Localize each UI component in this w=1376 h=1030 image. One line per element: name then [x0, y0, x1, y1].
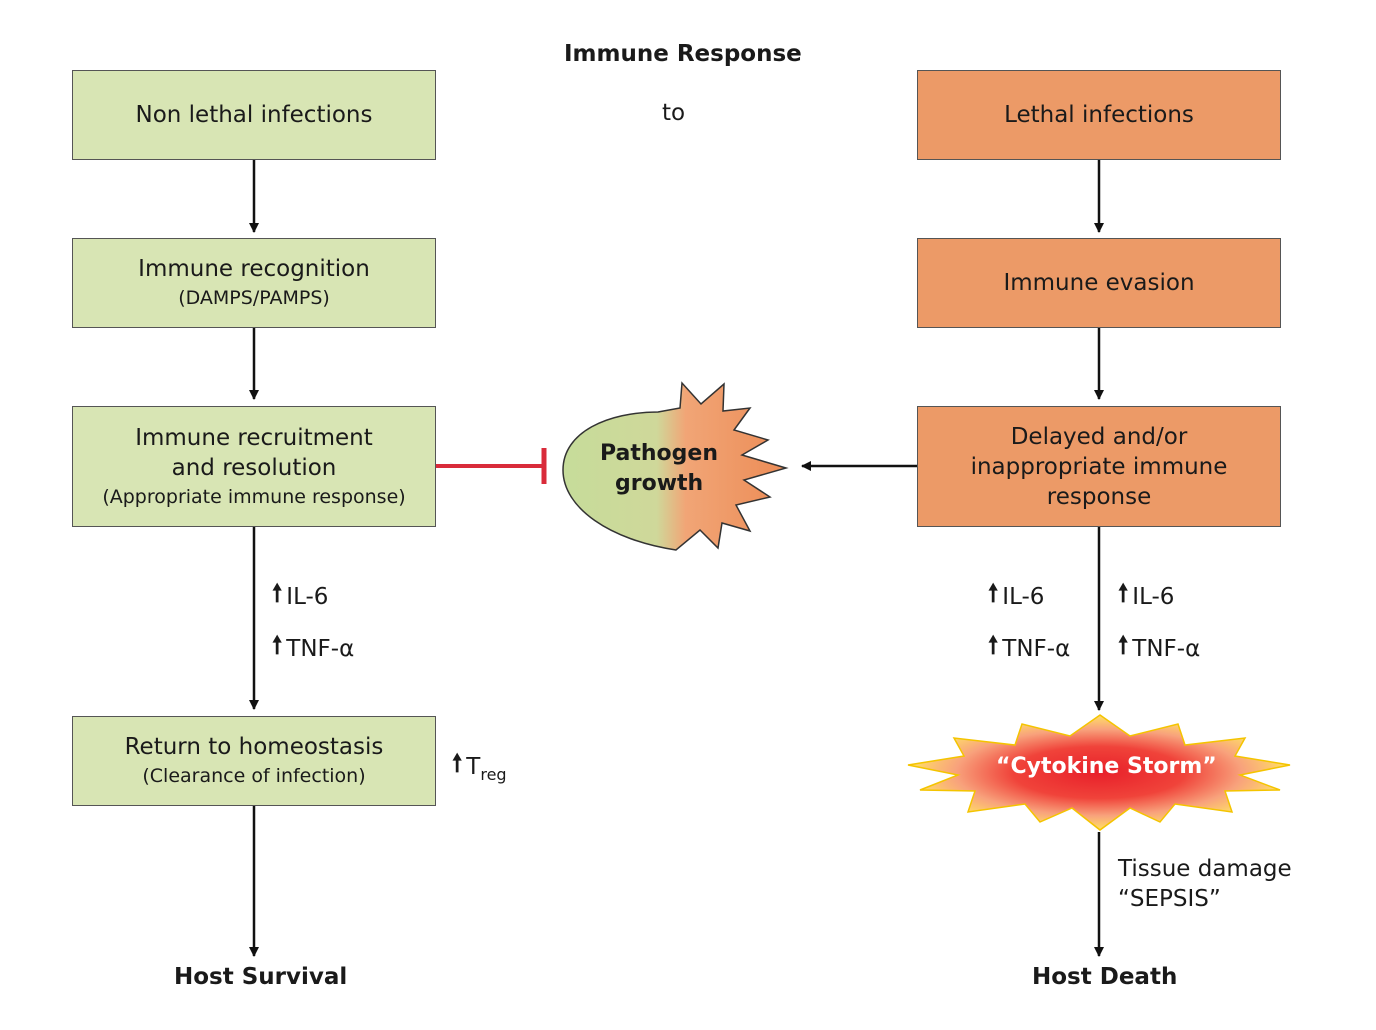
up-arrow-icon: 🠕	[452, 749, 463, 777]
pathogen-growth-line1: Pathogen	[600, 441, 719, 466]
treg-label: T	[466, 753, 481, 780]
immune-recognition-box: Immune recognition (DAMPS/PAMPS)	[72, 238, 436, 328]
right-il6-marker-b: 🠕 IL-6	[1118, 576, 1174, 617]
left-tnf-label: TNF-α	[286, 635, 355, 662]
right-il6-label-a: IL-6	[1002, 583, 1045, 610]
diagram-title: Immune Response	[564, 41, 802, 67]
immune-evasion-box: Immune evasion	[917, 238, 1281, 328]
delayed-response-box: Delayed and/or inappropriate immune resp…	[917, 406, 1281, 527]
immune-recognition-sublabel: (DAMPS/PAMPS)	[178, 287, 330, 309]
up-arrow-icon: 🠕	[1118, 631, 1129, 659]
pathogen-growth-line2: growth	[615, 471, 704, 496]
non-lethal-infections-label: Non lethal infections	[135, 102, 373, 128]
delayed-response-line1: Delayed and/or	[1010, 423, 1188, 450]
delayed-response-line2: inappropriate immune	[970, 453, 1228, 480]
immune-recruitment-line1: Immune recruitment	[135, 424, 373, 451]
cytokine-storm-burst	[907, 714, 1291, 831]
return-to-homeostasis-label: Return to homeostasis	[124, 734, 384, 760]
right-tnf-marker-b: 🠕 TNF-α	[1118, 628, 1200, 669]
return-to-homeostasis-sublabel: (Clearance of infection)	[142, 765, 366, 787]
immune-evasion-label: Immune evasion	[1003, 270, 1195, 296]
right-tnf-label-b: TNF-α	[1132, 635, 1201, 662]
non-lethal-infections-box: Non lethal infections	[72, 70, 436, 160]
up-arrow-icon: 🠕	[272, 631, 283, 659]
left-tnf-marker: 🠕 TNF-α	[272, 628, 354, 669]
immune-recruitment-sublabel: (Appropriate immune response)	[102, 485, 406, 508]
host-survival-label: Host Survival	[174, 964, 348, 990]
immune-recruitment-line2: and resolution	[171, 454, 337, 481]
pathogen-growth-shape	[562, 381, 789, 551]
immune-recruitment-box: Immune recruitment and resolution (Appro…	[72, 406, 436, 527]
lethal-infections-label: Lethal infections	[1004, 102, 1194, 128]
right-tnf-label-a: TNF-α	[1002, 635, 1071, 662]
host-death-label: Host Death	[1032, 964, 1178, 990]
connector-text: to	[662, 100, 686, 126]
up-arrow-icon: 🠕	[1118, 579, 1129, 607]
tissue-damage-label: Tissue damage	[1118, 856, 1292, 882]
immune-recognition-label: Immune recognition	[138, 256, 370, 282]
left-il6-label: IL-6	[286, 583, 329, 610]
lethal-infections-box: Lethal infections	[917, 70, 1281, 160]
up-arrow-icon: 🠕	[272, 579, 283, 607]
left-il6-marker: 🠕 IL-6	[272, 576, 328, 617]
sepsis-label: “SEPSIS”	[1118, 886, 1221, 912]
cytokine-storm-label: “Cytokine Storm”	[996, 754, 1217, 779]
right-tnf-marker-a: 🠕 TNF-α	[988, 628, 1070, 669]
treg-subscript: reg	[480, 765, 507, 784]
delayed-response-line3: response	[1046, 483, 1152, 510]
return-to-homeostasis-box: Return to homeostasis (Clearance of infe…	[72, 716, 436, 806]
up-arrow-icon: 🠕	[988, 631, 999, 659]
right-il6-label-b: IL-6	[1132, 583, 1175, 610]
right-il6-marker-a: 🠕 IL-6	[988, 576, 1044, 617]
up-arrow-icon: 🠕	[988, 579, 999, 607]
